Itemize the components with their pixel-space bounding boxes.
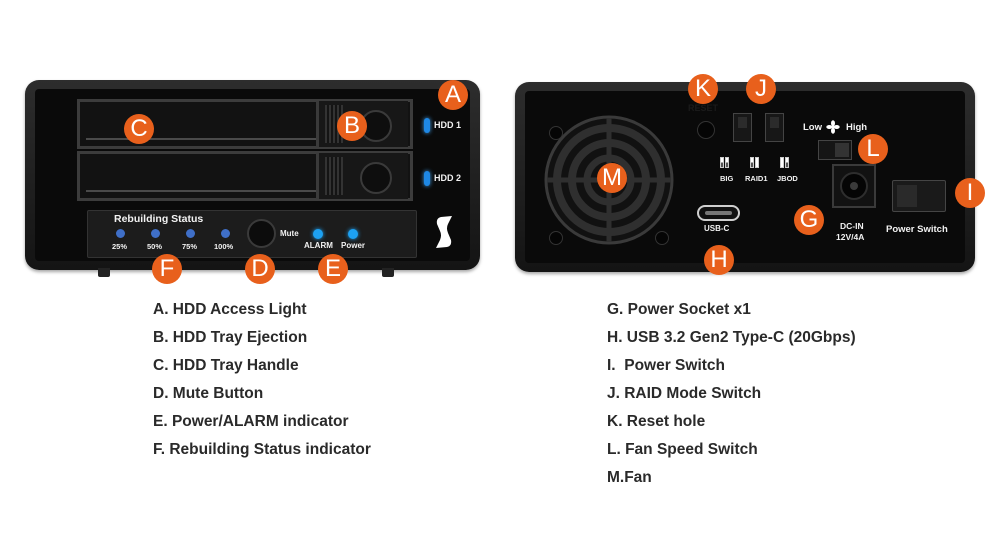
reset-label: RESET [688, 103, 719, 113]
hdd-tray-1-handle[interactable] [316, 101, 408, 147]
usbc-label: USB-C [704, 224, 730, 233]
tray-rail [86, 138, 404, 140]
legend-item-e: E. Power/ALARM indicator [153, 413, 349, 430]
marker-k: K [688, 74, 718, 104]
legend-item-m: M.Fan [607, 469, 652, 486]
power-switch[interactable] [892, 180, 946, 212]
rebuild-level-75: 75% [182, 242, 198, 251]
hdd-tray-2-handle[interactable] [316, 153, 408, 199]
front-foot-right [382, 268, 394, 277]
legend-item-b: B. HDD Tray Ejection [153, 329, 308, 346]
fan-screw [655, 231, 669, 245]
usb-c-port[interactable] [697, 205, 740, 221]
marker-l: L [858, 134, 888, 164]
fan-screw [549, 126, 563, 140]
fan-screw [549, 231, 563, 245]
fan-low-label: Low [803, 122, 822, 133]
raid-mode-switch-1[interactable] [733, 113, 752, 142]
legend-item-i: I. Power Switch [607, 357, 725, 374]
stardom-logo-icon [436, 216, 452, 248]
rebuild-dot-100 [221, 229, 230, 238]
handle-grip [325, 157, 343, 195]
marker-h: H [704, 245, 734, 275]
marker-f: F [152, 254, 182, 284]
reset-hole[interactable] [697, 121, 715, 139]
mode-label-big: BIG [720, 174, 734, 183]
power-label: Power [341, 241, 366, 250]
legend-item-a: A. HDD Access Light [153, 301, 307, 318]
marker-g: G [794, 205, 824, 235]
big-mode-diagram [720, 157, 729, 168]
power-indicator [348, 229, 358, 239]
alarm-label: ALARM [304, 241, 333, 250]
marker-m: M [597, 163, 627, 193]
raid1-mode-diagram [750, 157, 759, 168]
fan-high-label: High [846, 122, 868, 133]
legend-item-g: G. Power Socket x1 [607, 301, 751, 318]
tray-eject-button-2[interactable] [360, 162, 392, 194]
power-switch-label: Power Switch [886, 224, 948, 235]
rebuild-level-50: 50% [147, 242, 163, 251]
marker-a: A [438, 80, 468, 110]
tray-rail [86, 190, 404, 192]
dcin-label-line1: DC-IN [840, 221, 864, 231]
rebuilding-status-title: Rebuilding Status [114, 213, 204, 225]
rebuild-dot-50 [151, 229, 160, 238]
rebuild-dot-25 [116, 229, 125, 238]
mode-label-raid1: RAID1 [745, 174, 768, 183]
jbod-mode-diagram [780, 157, 789, 168]
alarm-indicator [313, 229, 323, 239]
fan-speed-switch[interactable] [818, 140, 852, 160]
dcin-label-line2: 12V/4A [836, 232, 865, 242]
marker-d: D [245, 254, 275, 284]
hdd1-label: HDD 1 [434, 120, 462, 130]
legend-item-k: K. Reset hole [607, 413, 706, 430]
hdd2-access-light [424, 171, 430, 186]
legend-item-h: H. USB 3.2 Gen2 Type-C (20Gbps) [607, 329, 856, 346]
mute-label: Mute [280, 229, 299, 238]
legend-item-c: C. HDD Tray Handle [153, 357, 299, 374]
marker-i: I [955, 178, 985, 208]
mode-label-jbod: JBOD [777, 174, 798, 183]
marker-c: C [124, 114, 154, 144]
legend-item-f: F. Rebuilding Status indicator [153, 441, 371, 458]
legend-item-j: J. RAID Mode Switch [607, 385, 762, 402]
rebuild-level-100: 100% [214, 242, 234, 251]
raid-mode-switch-2[interactable] [765, 113, 784, 142]
fan-speed-icon [826, 120, 840, 134]
mute-button[interactable] [247, 219, 276, 248]
legend-item-l: L. Fan Speed Switch [607, 441, 758, 458]
marker-e: E [318, 254, 348, 284]
marker-b: B [337, 111, 367, 141]
front-foot-left [98, 268, 110, 277]
legend-item-d: D. Mute Button [153, 385, 264, 402]
rebuild-level-25: 25% [112, 242, 128, 251]
hdd1-access-light [424, 118, 430, 133]
rebuild-dot-75 [186, 229, 195, 238]
marker-j: J [746, 74, 776, 104]
dc-in-socket[interactable] [832, 164, 876, 208]
hdd2-label: HDD 2 [434, 173, 462, 183]
